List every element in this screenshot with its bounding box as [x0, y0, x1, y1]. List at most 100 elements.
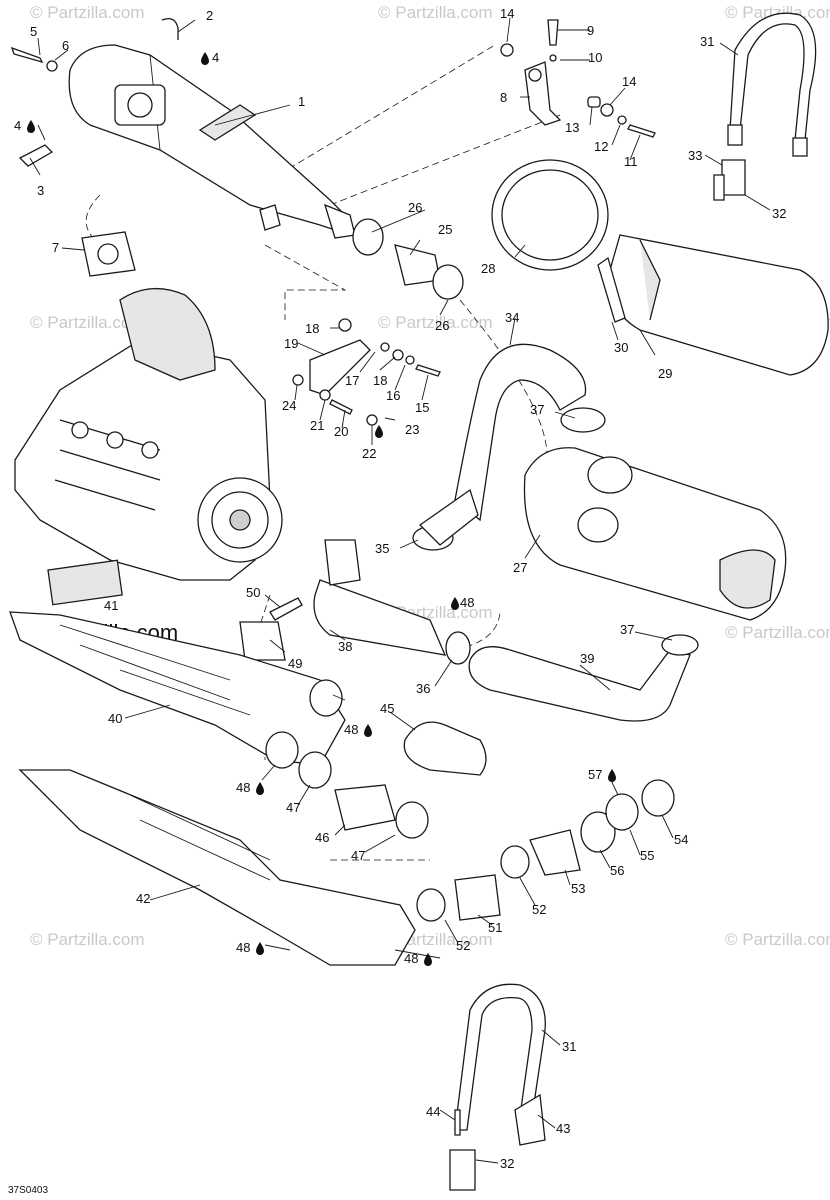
callouts: 2 4 1 5 6 4 3 7 14 9 10 14 8 13 12 11 31…: [14, 6, 786, 1171]
callout-26: 26: [435, 318, 449, 333]
callout-46: 46: [315, 830, 329, 845]
callout-25: 25: [438, 222, 452, 237]
callout-52: 52: [456, 938, 470, 953]
callout-16: 16: [386, 388, 400, 403]
callout-56: 56: [610, 863, 624, 878]
watermark: © Partzilla.com: [30, 313, 145, 332]
callout-52: 52: [532, 902, 546, 917]
drop-icon: [364, 724, 372, 737]
leader-lines: [29, 17, 771, 1164]
drop-icon: [424, 953, 432, 966]
callout-14: 14: [622, 74, 636, 89]
strap-bottom: [449, 983, 546, 1191]
callout-54: 54: [674, 832, 688, 847]
callout-30: 30: [614, 340, 628, 355]
manifold-42: [18, 769, 416, 966]
callout-9: 9: [587, 23, 594, 38]
callout-8: 8: [500, 90, 507, 105]
callout-18: 18: [305, 321, 319, 336]
callout-48: 48: [404, 951, 418, 966]
callout-48: 48: [460, 595, 474, 610]
callout-15: 15: [415, 400, 429, 415]
callout-31: 31: [700, 34, 714, 49]
callout-7: 7: [52, 240, 59, 255]
callout-45: 45: [380, 701, 394, 716]
callout-23: 23: [405, 422, 419, 437]
callout-44: 44: [426, 1104, 440, 1119]
callout-10: 10: [588, 50, 602, 65]
callout-20: 20: [334, 424, 348, 439]
callout-38: 38: [338, 639, 352, 654]
callout-57: 57: [588, 767, 602, 782]
callout-43: 43: [556, 1121, 570, 1136]
muffler-upper: [491, 159, 829, 376]
diagram-code: 37S0403: [8, 1185, 48, 1196]
callout-4: 4: [14, 118, 21, 133]
clamp-35: [412, 488, 479, 551]
callout-24: 24: [282, 398, 296, 413]
callout-26: 26: [408, 200, 422, 215]
callout-31: 31: [562, 1039, 576, 1054]
callout-5: 5: [30, 24, 37, 39]
callout-48: 48: [344, 722, 358, 737]
callout-41: 41: [104, 598, 118, 613]
callout-13: 13: [565, 120, 579, 135]
sensor-50-49: [239, 597, 303, 661]
callout-6: 6: [62, 38, 69, 53]
hose-39: [468, 634, 699, 722]
callout-49: 49: [288, 656, 302, 671]
connectors-46-47: [298, 751, 429, 839]
gasket-45: [403, 721, 487, 776]
muffler-27: [523, 447, 787, 621]
callout-29: 29: [658, 366, 672, 381]
callout-12: 12: [594, 139, 608, 154]
callout-33: 33: [688, 148, 702, 163]
watermark: © Partzilla.com: [725, 623, 830, 642]
callout-42: 42: [136, 891, 150, 906]
drop-icon: [201, 52, 209, 65]
callout-4: 4: [212, 50, 219, 65]
callout-22: 22: [362, 446, 376, 461]
callout-47: 47: [286, 800, 300, 815]
callout-17: 17: [345, 373, 359, 388]
couplers-upper: [352, 218, 464, 300]
callout-34: 34: [505, 310, 519, 325]
mount-bracket: [292, 318, 441, 426]
strap-top: [713, 12, 817, 201]
hardware-top-left: [10, 17, 179, 277]
drop-icons: [27, 52, 616, 966]
pipe-bracket: [500, 19, 656, 138]
watermark: © Partzilla.com: [30, 3, 145, 22]
callout-3: 3: [37, 183, 44, 198]
callout-36: 36: [416, 681, 430, 696]
tube-38: [313, 539, 471, 665]
engine: [14, 287, 283, 581]
callout-39: 39: [580, 651, 594, 666]
drop-icon: [256, 942, 264, 955]
callout-21: 21: [310, 418, 324, 433]
drop-icon: [608, 769, 616, 782]
watermark: © Partzilla.com: [378, 3, 493, 22]
drop-icon: [256, 782, 264, 795]
callout-14: 14: [500, 6, 514, 21]
callout-53: 53: [571, 881, 585, 896]
callout-11: 11: [624, 154, 638, 169]
callout-47: 47: [351, 848, 365, 863]
callout-27: 27: [513, 560, 527, 575]
drop-icon: [375, 425, 383, 438]
callout-2: 2: [206, 8, 213, 23]
tuned-pipe: [68, 44, 356, 239]
callout-32: 32: [500, 1156, 514, 1171]
callout-37: 37: [620, 622, 634, 637]
callout-1: 1: [298, 94, 305, 109]
pipe-34: [454, 343, 606, 522]
callout-37: 37: [530, 402, 544, 417]
drop-icon: [27, 120, 35, 133]
watermark: © Partzilla.com: [378, 313, 493, 332]
callout-55: 55: [640, 848, 654, 863]
callout-32: 32: [772, 206, 786, 221]
watermark: © Partzilla.com: [725, 930, 830, 949]
callout-48: 48: [236, 940, 250, 955]
callout-28: 28: [481, 261, 495, 276]
